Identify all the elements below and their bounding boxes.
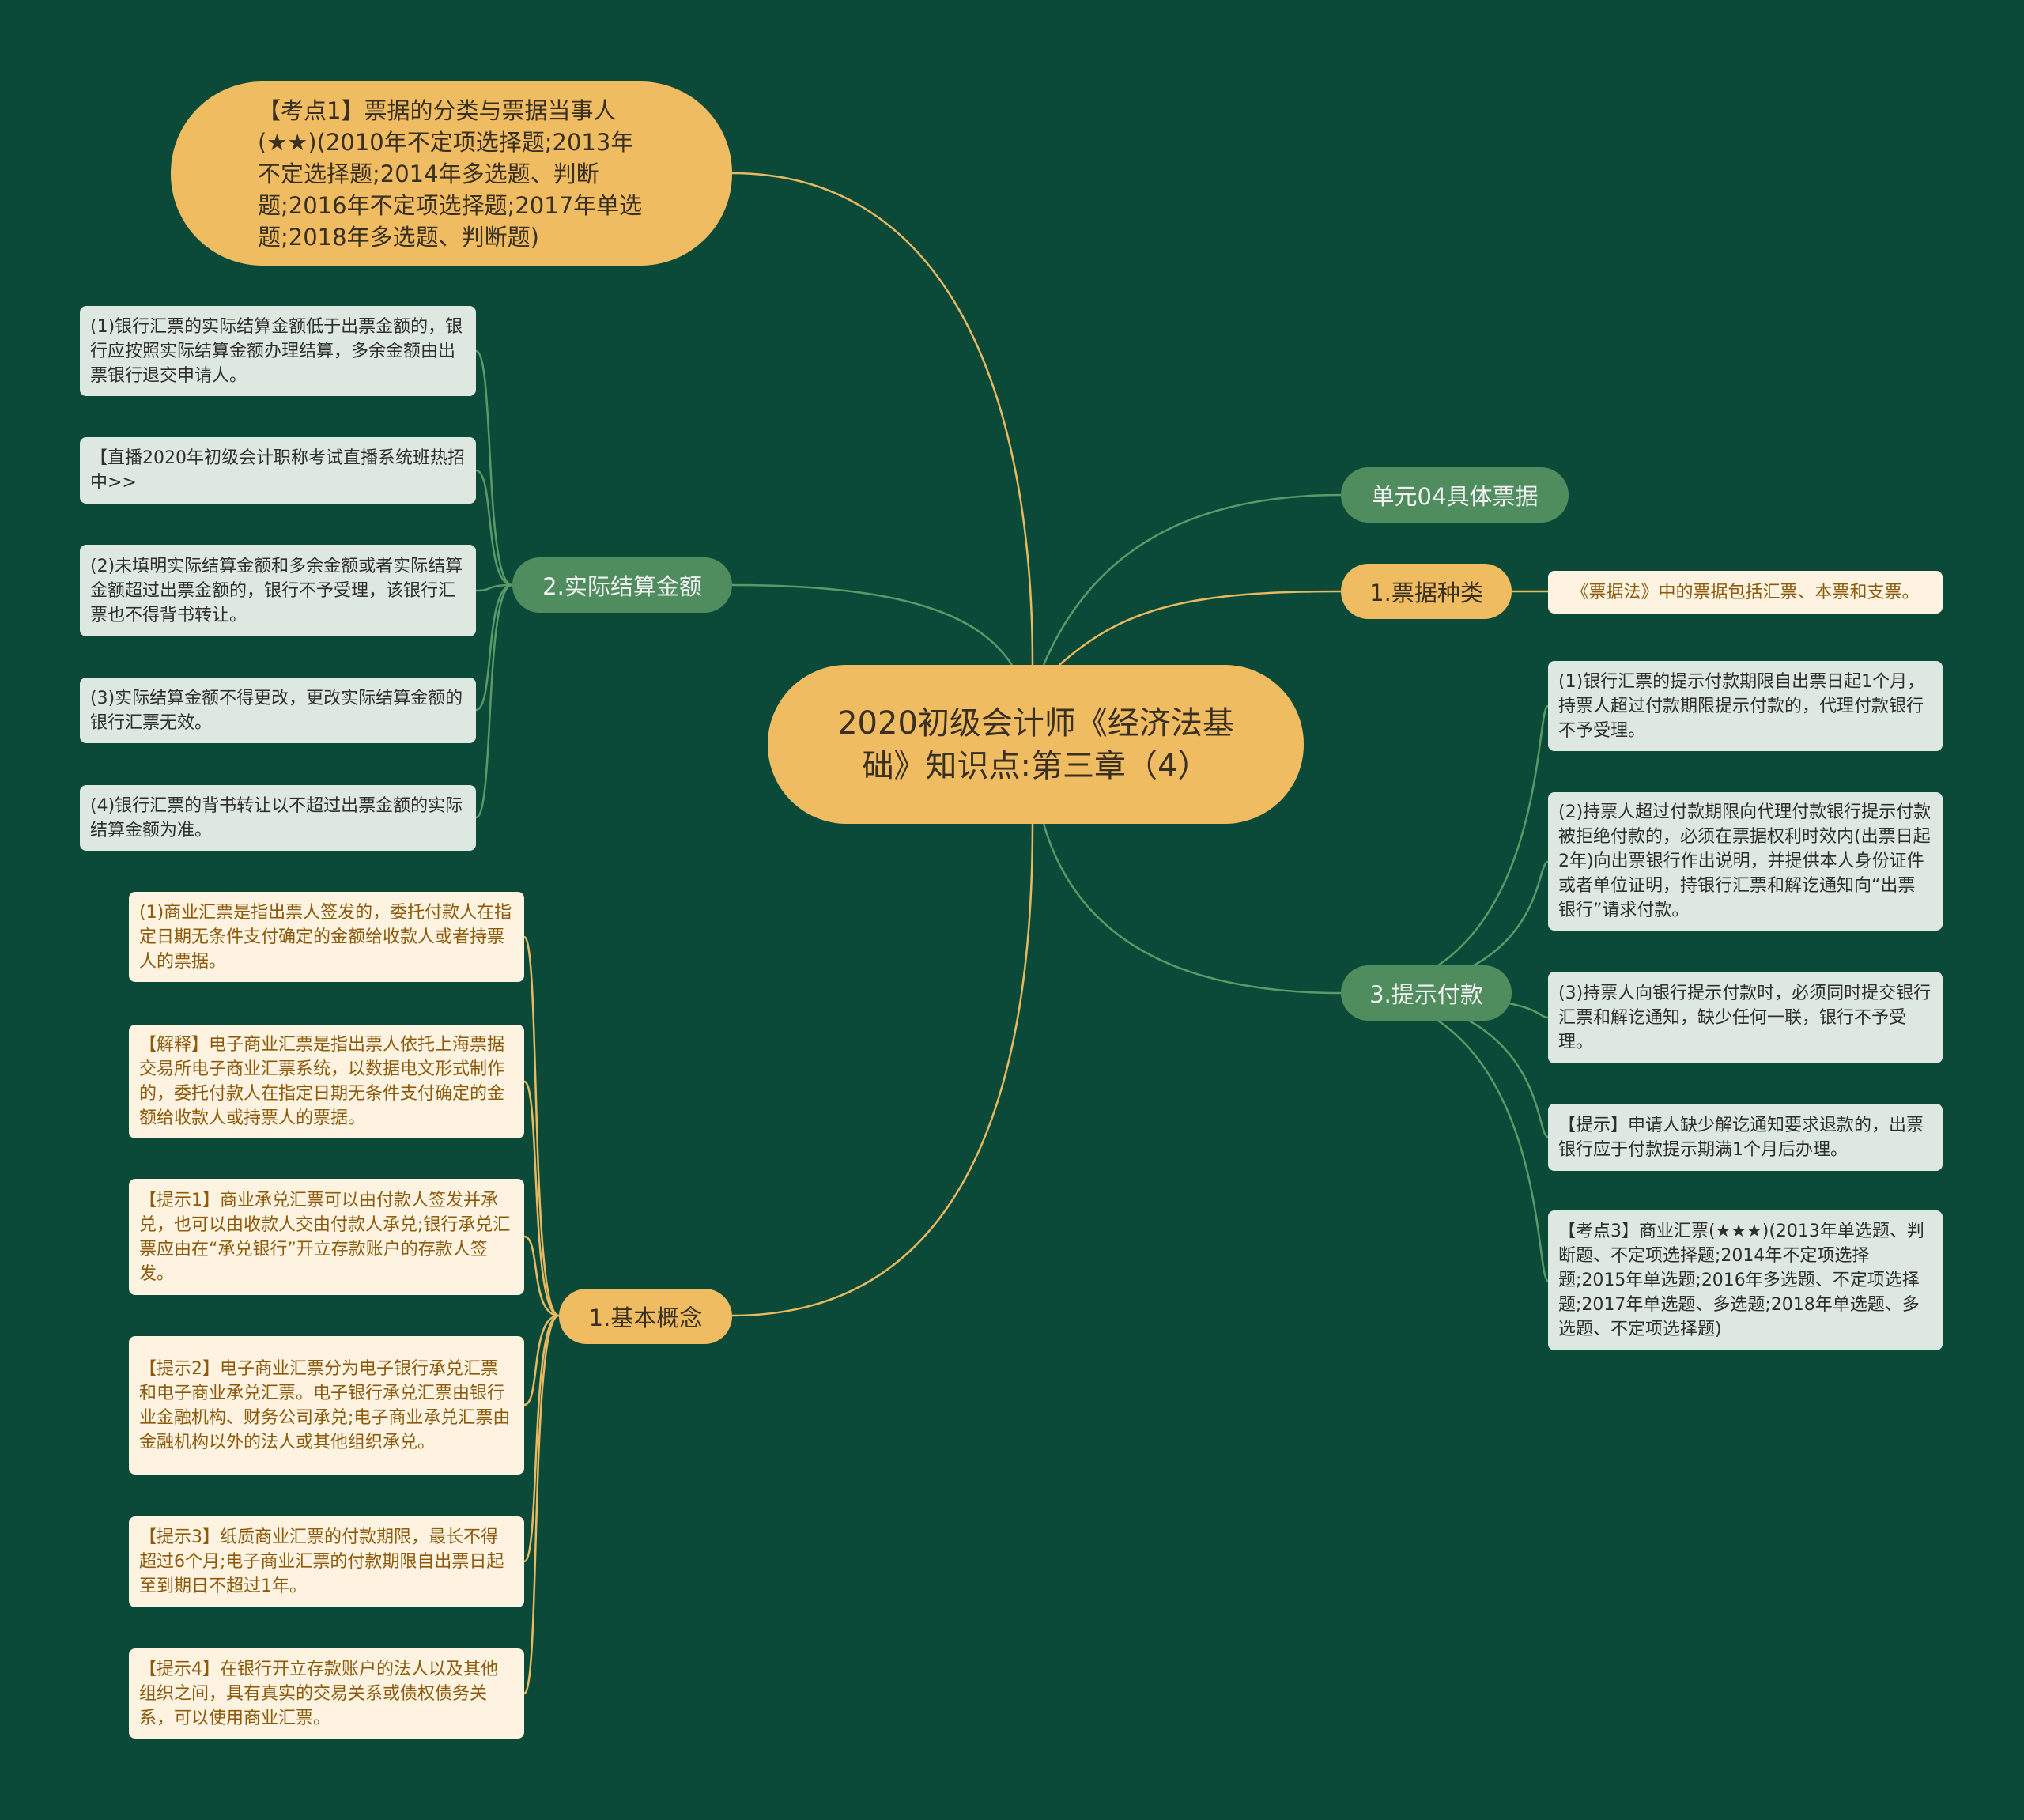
edge-concept: [731, 823, 1034, 1317]
list-item[interactable]: 【提示4】在银行开立存款账户的法人以及其他组织之间，具有真实的交易关系或债权债务…: [129, 1648, 524, 1739]
branch-settlement-amount[interactable]: 2.实际结算金额: [512, 557, 732, 613]
leaf-text: (2)持票人超过付款期限向代理付款银行提示付款被拒绝付款的，必须在票据权利时效内…: [1558, 802, 1931, 920]
list-item[interactable]: (1)银行汇票的实际结算金额低于出票金额的，银行应按照实际结算金额办理结算，多余…: [80, 306, 476, 396]
branch-label: 2.实际结算金额: [542, 573, 702, 600]
list-item[interactable]: (1)银行汇票的提示付款期限自出票日起1个月，持票人超过付款期限提示付款的，代理…: [1548, 661, 1943, 751]
topic-text: 【考点1】票据的分类与票据当事人(★★)(2010年不定项选择题;2013年不定…: [258, 96, 643, 251]
leaf-text: (2)未填明实际结算金额和多余金额或者实际结算金额超过出票金额的，银行不予受理，…: [90, 556, 463, 625]
list-item[interactable]: (3)实际结算金额不得更改，更改实际结算金额的银行汇票无效。: [80, 678, 476, 743]
leaf-text: 《票据法》中的票据包括汇票、本票和支票。: [1571, 582, 1920, 602]
list-item[interactable]: (3)持票人向银行提示付款时，必须同时提交银行汇票和解讫通知，缺少任何一联，银行…: [1548, 972, 1943, 1063]
list-item[interactable]: 【解释】电子商业汇票是指出票人依托上海票据交易所电子商业汇票系统，以数据电文形式…: [129, 1025, 524, 1138]
list-item[interactable]: (4)银行汇票的背书转让以不超过出票金额的实际结算金额为准。: [80, 785, 476, 851]
leaf-text: 【提示1】商业承兑汇票可以由付款人签发并承兑，也可以由收款人交由付款人承兑;银行…: [139, 1190, 511, 1284]
list-item[interactable]: 【提示1】商业承兑汇票可以由付款人签发并承兑，也可以由收款人交由付款人承兑;银行…: [129, 1179, 524, 1295]
list-item[interactable]: 【提示】申请人缺少解讫通知要求退款的，出票银行应于付款提示期满1个月后办理。: [1548, 1104, 1943, 1171]
list-item[interactable]: 【考点3】商业汇票(★★★)(2013年单选题、判断题、不定项选择题;2014年…: [1548, 1210, 1943, 1350]
list-item[interactable]: (2)未填明实际结算金额和多余金额或者实际结算金额超过出票金额的，银行不予受理，…: [80, 545, 476, 636]
edge-settlement: [731, 583, 1014, 666]
branch-label: 1.基本概念: [588, 1305, 703, 1331]
leaf-text: 【提示3】纸质商业汇票的付款期限，最长不得超过6个月;电子商业汇票的付款期限自出…: [139, 1527, 504, 1596]
list-item[interactable]: (1)商业汇票是指出票人签发的，委托付款人在指定日期无条件支付确定的金额给收款人…: [129, 892, 524, 982]
branch-label: 单元04具体票据: [1371, 483, 1539, 510]
leaf-text: (1)银行汇票的提示付款期限自出票日起1个月，持票人超过付款期限提示付款的，代理…: [1558, 671, 1925, 741]
leaf-text: (4)银行汇票的背书转让以不超过出票金额的实际结算金额为准。: [90, 795, 463, 840]
leaf-text: (1)商业汇票是指出票人签发的，委托付款人在指定日期无条件支付确定的金额给收款人…: [139, 902, 512, 972]
leaf-text: 【提示4】在银行开立存款账户的法人以及其他组织之间，具有真实的交易关系或债权债务…: [139, 1659, 498, 1728]
leaf-text: 【解释】电子商业汇票是指出票人依托上海票据交易所电子商业汇票系统，以数据电文形式…: [139, 1035, 505, 1128]
branch-label: 3.提示付款: [1369, 981, 1483, 1008]
list-item[interactable]: 【直播2020年初级会计职称考试直播系统班热招中>>: [80, 437, 476, 504]
leaf-text: 【考点3】商业汇票(★★★)(2013年单选题、判断题、不定项选择题;2014年…: [1558, 1222, 1924, 1339]
branch-payment-presentation[interactable]: 3.提示付款: [1341, 965, 1512, 1021]
central-title: 2020初级会计师《经济法基础》知识点:第三章（4）: [837, 704, 1234, 784]
list-item[interactable]: 【提示2】电子商业汇票分为电子银行承兑汇票和电子商业承兑汇票。电子银行承兑汇票由…: [129, 1336, 524, 1475]
topic-exam-point-1[interactable]: 【考点1】票据的分类与票据当事人(★★)(2010年不定项选择题;2013年不定…: [171, 81, 732, 266]
leaf-text: (1)银行汇票的实际结算金额低于出票金额的，银行应按照实际结算金额办理结算，多余…: [90, 316, 463, 386]
branch-bill-types[interactable]: 1.票据种类: [1341, 564, 1512, 619]
leaf-text: (3)持票人向银行提示付款时，必须同时提交银行汇票和解讫通知，缺少任何一联，银行…: [1558, 983, 1931, 1052]
leaf-text: (3)实际结算金额不得更改，更改实际结算金额的银行汇票无效。: [90, 688, 463, 733]
edge-unit: [1042, 493, 1342, 666]
edge-payment: [1042, 823, 1342, 995]
leaf-text: 【直播2020年初级会计职称考试直播系统班热招中>>: [90, 448, 465, 493]
leaf-text: 【提示2】电子商业汇票分为电子银行承兑汇票和电子商业承兑汇票。电子银行承兑汇票由…: [139, 1358, 511, 1452]
branch-basic-concept[interactable]: 1.基本概念: [559, 1289, 732, 1344]
leaf-text: 【提示】申请人缺少解讫通知要求退款的，出票银行应于付款提示期满1个月后办理。: [1558, 1115, 1924, 1160]
edge-topic1: [731, 172, 1034, 666]
central-topic[interactable]: 2020初级会计师《经济法基础》知识点:第三章（4）: [768, 665, 1304, 824]
list-item[interactable]: 《票据法》中的票据包括汇票、本票和支票。: [1548, 571, 1943, 614]
branch-unit-04[interactable]: 单元04具体票据: [1341, 467, 1569, 523]
edge-types: [1059, 590, 1342, 666]
list-item[interactable]: 【提示3】纸质商业汇票的付款期限，最长不得超过6个月;电子商业汇票的付款期限自出…: [129, 1516, 524, 1607]
branch-label: 1.票据种类: [1369, 580, 1483, 606]
list-item[interactable]: (2)持票人超过付款期限向代理付款银行提示付款被拒绝付款的，必须在票据权利时效内…: [1548, 792, 1943, 931]
